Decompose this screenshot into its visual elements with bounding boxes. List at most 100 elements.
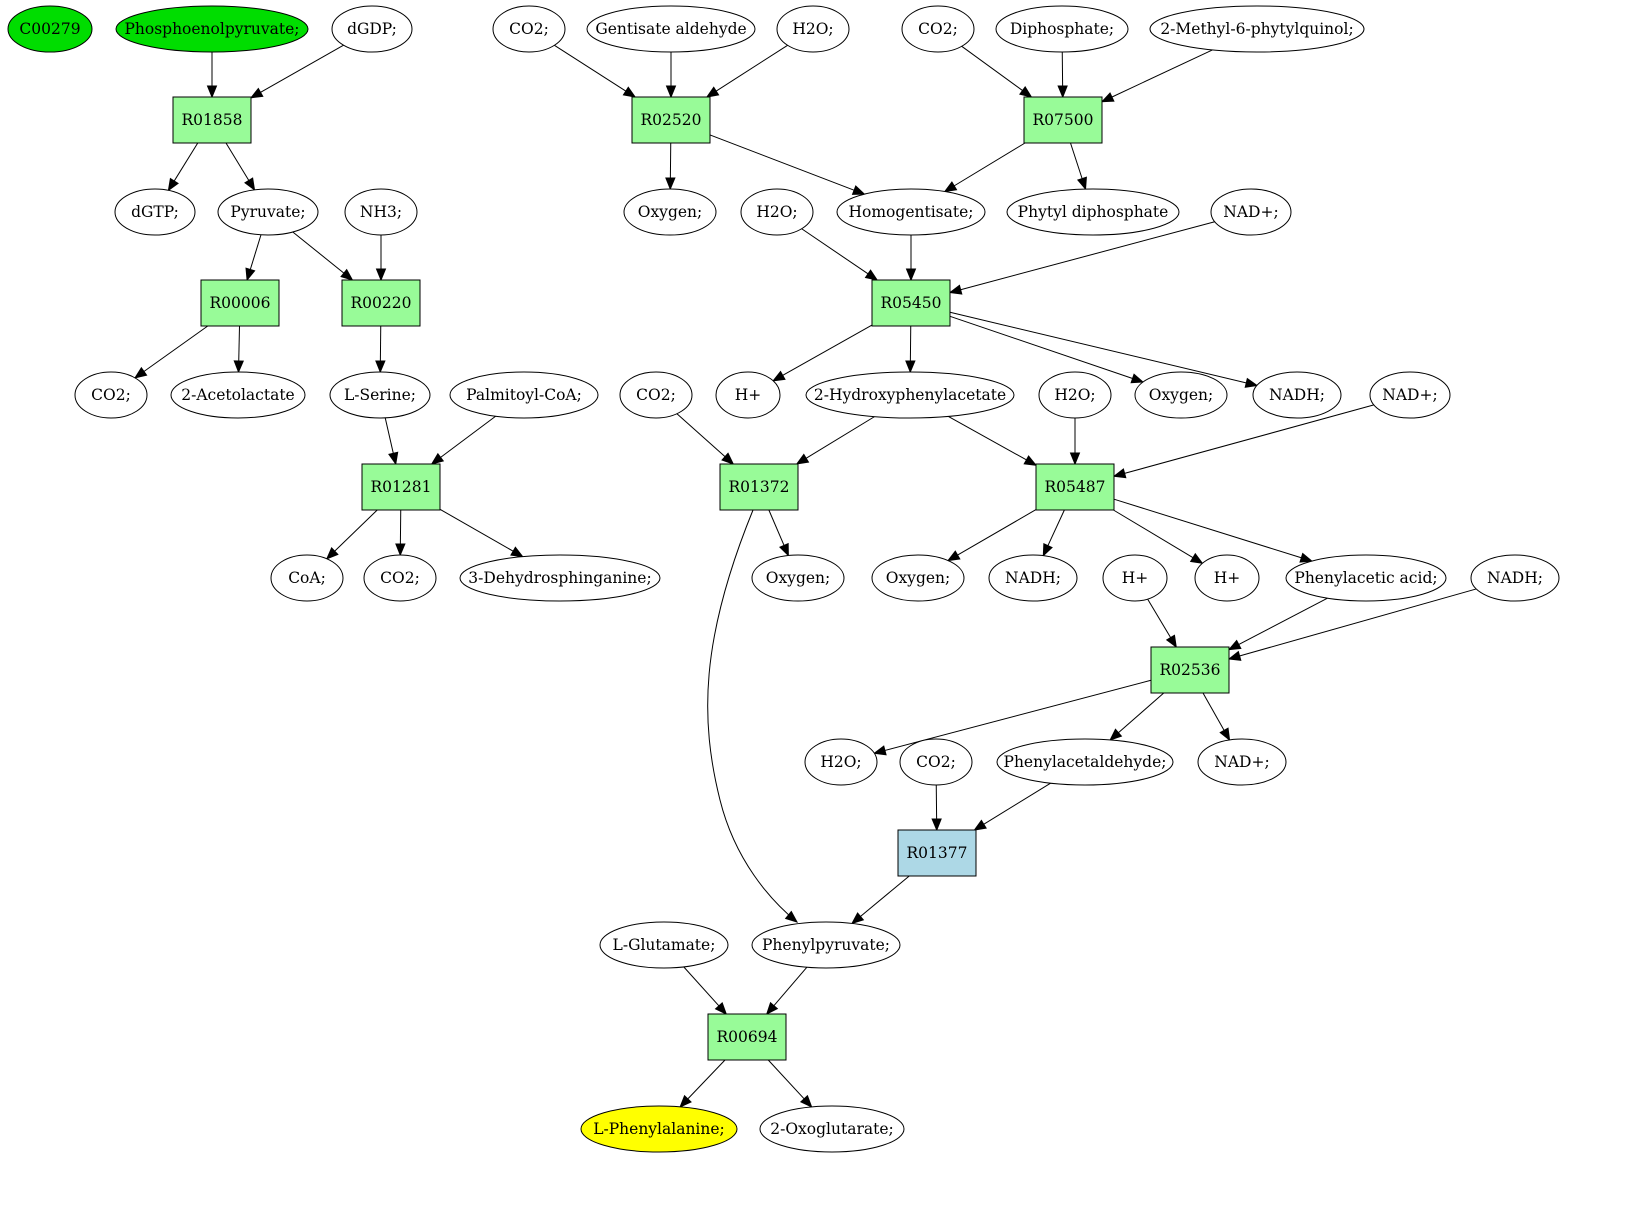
compound-node-c_coa[interactable]: CoA; bbox=[270, 554, 344, 602]
edge-c_h2o_b-to-r_R05450-arrowhead bbox=[864, 269, 879, 281]
node-label: H+ bbox=[1122, 569, 1149, 587]
reaction-node-r_R02536[interactable]: R02536 bbox=[1150, 646, 1230, 694]
node-label: R01372 bbox=[729, 478, 790, 496]
node-label: Phenylacetaldehyde; bbox=[1004, 753, 1167, 771]
compound-ellipse bbox=[995, 5, 1129, 53]
compound-node-c_phe[interactable]: L-Phenylalanine; bbox=[580, 1105, 738, 1153]
reaction-node-r_R02520[interactable]: R02520 bbox=[631, 96, 711, 144]
edge-r_R01377-to-c_phpyr bbox=[858, 875, 910, 919]
compound-node-c_3dhs[interactable]: 3-Dehydrosphinganine; bbox=[459, 554, 661, 602]
edge-r_R02536-to-c_nad_c bbox=[1202, 692, 1226, 733]
node-label: H2O; bbox=[820, 753, 861, 771]
node-label: NH3; bbox=[360, 203, 402, 221]
edge-c_h2o_a-to-r_R02520-arrowhead bbox=[705, 86, 720, 98]
compound-node-c_pep[interactable]: Phosphoenolpyruvate; bbox=[115, 5, 309, 53]
compound-node-c_co2_f[interactable]: CO2; bbox=[899, 738, 973, 786]
compound-node-c_co2_b[interactable]: CO2; bbox=[901, 5, 975, 53]
compound-node-c_phac[interactable]: Phenylacetic acid; bbox=[1285, 554, 1447, 602]
edge-r_R01281-to-c_3dhs bbox=[439, 508, 516, 553]
compound-ellipse bbox=[1470, 554, 1560, 602]
compound-node-c_mpq[interactable]: 2-Methyl-6-phytylquinol; bbox=[1149, 5, 1365, 53]
compound-node-c_palm[interactable]: Palmitoyl-CoA; bbox=[449, 371, 599, 419]
edge-r_R05487-to-c_hplus_c-arrowhead bbox=[1189, 552, 1204, 564]
compound-node-c_hplus_a[interactable]: H+ bbox=[715, 371, 781, 419]
compound-node-c_nad_a[interactable]: NAD+; bbox=[1210, 188, 1292, 236]
compound-node-c_gent_ald[interactable]: Gentisate aldehyde bbox=[586, 5, 756, 53]
edge-c_dgdp-to-r_R01858 bbox=[258, 44, 344, 94]
compound-node-c_co2_a[interactable]: CO2; bbox=[492, 5, 566, 53]
reaction-node-r_R07500[interactable]: R07500 bbox=[1023, 96, 1103, 144]
reaction-node-r_R01377[interactable]: R01377 bbox=[897, 829, 977, 877]
compound-node-c_nadh_a[interactable]: NADH; bbox=[1252, 371, 1342, 419]
compound-node-c_oxy_c[interactable]: Oxygen; bbox=[751, 554, 845, 602]
compound-node-c_pyruvate[interactable]: Pyruvate; bbox=[217, 188, 319, 236]
edge-c_phpyr-to-r_R00694-arrowhead bbox=[765, 1001, 779, 1016]
edge-c_mpq-to-r_R07500 bbox=[1109, 49, 1213, 99]
reaction-node-r_R05450[interactable]: R05450 bbox=[871, 279, 951, 327]
node-label: R05450 bbox=[881, 294, 942, 312]
compound-node-c_nadh_b[interactable]: NADH; bbox=[988, 554, 1078, 602]
edge-r_R00694-to-c_oxoglut bbox=[767, 1059, 806, 1101]
compound-node-c_oxoglut[interactable]: 2-Oxoglutarate; bbox=[759, 1105, 905, 1153]
reaction-node-r_R00006[interactable]: R00006 bbox=[200, 279, 280, 327]
compound-node-c_dgdp[interactable]: dGDP; bbox=[331, 5, 413, 53]
compound-ellipse bbox=[74, 371, 148, 419]
compound-node-c_phpyr[interactable]: Phenylpyruvate; bbox=[751, 921, 901, 969]
compound-node-c_oxy_b[interactable]: Oxygen; bbox=[1134, 371, 1228, 419]
edge-r_R00694-to-c_phe bbox=[686, 1059, 726, 1101]
compound-node-c_acetolac[interactable]: 2-Acetolactate bbox=[170, 371, 306, 419]
compound-node-c_C00279[interactable]: C00279 bbox=[7, 5, 93, 53]
edge-c_2hpa-to-r_R05487 bbox=[948, 415, 1029, 462]
node-label: H2O; bbox=[1054, 386, 1095, 404]
node-label: R01377 bbox=[907, 844, 968, 862]
edge-c_phac-to-r_R02536 bbox=[1236, 597, 1328, 646]
compound-ellipse bbox=[871, 554, 965, 602]
node-label: R00220 bbox=[351, 294, 412, 312]
compound-node-c_h2o_d[interactable]: H2O; bbox=[804, 738, 878, 786]
reaction-node-r_R01281[interactable]: R01281 bbox=[361, 463, 441, 511]
reaction-node-r_R01372[interactable]: R01372 bbox=[719, 463, 799, 511]
edge-c_nh3-to-r_R00220-arrowhead bbox=[375, 268, 387, 282]
reaction-node-r_R00694[interactable]: R00694 bbox=[707, 1013, 787, 1061]
compound-node-c_dgtp[interactable]: dGTP; bbox=[114, 188, 196, 236]
compound-node-c_hplus_c[interactable]: H+ bbox=[1194, 554, 1260, 602]
compound-node-c_oxy_d[interactable]: Oxygen; bbox=[871, 554, 965, 602]
node-label: C00279 bbox=[19, 20, 80, 38]
compound-node-c_h2o_c[interactable]: H2O; bbox=[1038, 371, 1112, 419]
reaction-node-r_R00220[interactable]: R00220 bbox=[341, 279, 421, 327]
compound-node-c_homogent[interactable]: Homogentisate; bbox=[836, 188, 986, 236]
edge-r_R00006-to-c_acetolac-arrowhead bbox=[233, 360, 244, 374]
edge-c_nad_b-to-r_R05487-arrowhead bbox=[1112, 468, 1127, 479]
compound-node-c_oxy_a[interactable]: Oxygen; bbox=[623, 188, 717, 236]
compound-node-c_serine[interactable]: L-Serine; bbox=[329, 371, 431, 419]
compound-node-c_nh3[interactable]: NH3; bbox=[344, 188, 418, 236]
compound-node-c_nad_b[interactable]: NAD+; bbox=[1369, 371, 1451, 419]
compound-node-c_co2_c[interactable]: CO2; bbox=[74, 371, 148, 419]
compound-node-c_co2_d[interactable]: CO2; bbox=[619, 371, 693, 419]
compound-node-c_phald[interactable]: Phenylacetaldehyde; bbox=[996, 738, 1174, 786]
reaction-node-r_R01858[interactable]: R01858 bbox=[172, 96, 252, 144]
reaction-node-r_R05487[interactable]: R05487 bbox=[1035, 463, 1115, 511]
compound-node-c_2hpa[interactable]: 2-Hydroxyphenylacetate bbox=[805, 371, 1015, 419]
compound-node-c_h2o_a[interactable]: H2O; bbox=[776, 5, 850, 53]
compound-ellipse bbox=[623, 188, 717, 236]
edge-r_R05487-to-c_nadh_b bbox=[1046, 509, 1065, 548]
compound-node-c_h2o_b[interactable]: H2O; bbox=[740, 188, 814, 236]
edge-c_nad_b-to-r_R05487 bbox=[1122, 404, 1375, 475]
compound-node-c_hplus_b[interactable]: H+ bbox=[1102, 554, 1168, 602]
compound-ellipse bbox=[344, 188, 418, 236]
node-label: H2O; bbox=[792, 20, 833, 38]
compound-node-c_phytyl[interactable]: Phytyl diphosphate bbox=[1006, 188, 1180, 236]
edge-r_R01372-to-c_oxy_c bbox=[768, 509, 786, 548]
reaction-box bbox=[719, 463, 799, 511]
compound-node-c_nad_c[interactable]: NAD+; bbox=[1197, 738, 1287, 786]
reaction-box bbox=[1035, 463, 1115, 511]
compound-node-c_diphos[interactable]: Diphosphate; bbox=[995, 5, 1129, 53]
compound-ellipse bbox=[1038, 371, 1112, 419]
node-label: NADH; bbox=[1269, 386, 1325, 404]
compound-node-c_glu[interactable]: L-Glutamate; bbox=[599, 921, 729, 969]
compound-node-c_nadh_c[interactable]: NADH; bbox=[1470, 554, 1560, 602]
compound-node-c_co2_e[interactable]: CO2; bbox=[363, 554, 437, 602]
edge-c_pep-to-r_R01858-arrowhead bbox=[206, 85, 218, 99]
